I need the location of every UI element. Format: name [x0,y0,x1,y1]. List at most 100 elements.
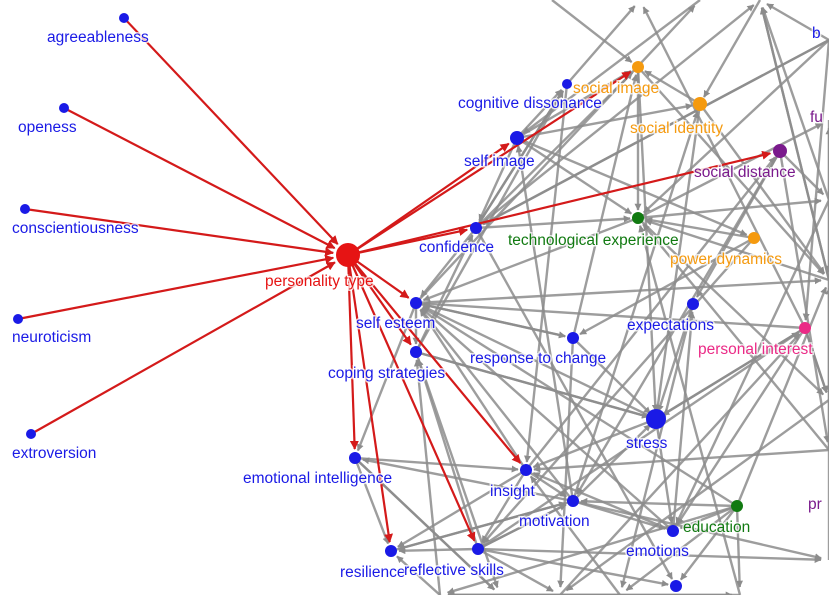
node-label-b: b [812,25,821,42]
node-confidence[interactable] [470,222,482,234]
node-expectations[interactable] [687,298,699,310]
edge [414,234,474,353]
node-unlabeled[interactable] [670,580,682,592]
edge [637,217,825,396]
edge [475,215,631,230]
edge [446,504,738,595]
node-conscientiousness[interactable] [20,204,30,214]
node-extroversion[interactable] [26,429,36,439]
edge [398,547,479,555]
edge-personality-type-to-emotional-intelligence [346,254,359,450]
edge-personality-type-to-self-image [347,142,510,256]
edge [482,237,755,544]
edge [643,39,829,214]
edge [478,137,519,222]
edge [422,306,738,508]
node-motivation[interactable] [567,495,579,507]
edge [565,399,829,592]
node-label-coping-strategies: coping strategies [328,365,445,382]
edge [529,475,621,595]
edge [637,122,823,220]
edge [415,277,822,305]
node-education[interactable] [731,500,743,512]
node-self-image[interactable] [510,131,524,145]
edge [419,309,528,471]
node-label-resilience: resilience [340,564,405,581]
edge [662,326,806,416]
edge [354,456,519,473]
node-neuroticism[interactable] [13,314,23,324]
edge [422,305,657,421]
edge [477,547,669,587]
edge [803,327,828,394]
node-agreeableness[interactable] [119,13,129,23]
node-insight[interactable] [520,464,532,476]
edge [580,497,738,508]
edge [702,0,762,98]
edge [572,423,652,502]
node-social-distance[interactable] [773,144,787,158]
edge [566,5,636,85]
node-coping-strategies[interactable] [410,346,422,358]
node-cognitive-dissonance[interactable] [562,79,572,89]
node-power-dynamics[interactable] [748,232,760,244]
edge [735,286,828,507]
node-label-openess: openess [18,119,77,136]
edge [760,7,829,281]
edge [676,327,807,525]
edge-conscientiousness-to-personality-type [24,207,335,257]
node-response-to-change[interactable] [567,332,579,344]
node-label-social-distance: social distance [694,164,796,181]
edge [572,337,652,415]
node-emotional-intelligence[interactable] [349,452,361,464]
edge [482,38,829,226]
background-edges [353,0,829,595]
node-social-image[interactable] [632,61,644,73]
edge [524,83,569,463]
node-resilience[interactable] [385,545,397,557]
node-technological-experience[interactable] [632,212,644,224]
node-label-expectations: expectations [627,317,714,334]
edge [645,216,755,240]
node-label-conscientiousness: conscientiousness [12,220,139,237]
node-stress[interactable] [646,409,666,429]
edge [644,70,701,106]
node-label-motivation: motivation [519,513,590,530]
edge-neuroticism-to-personality-type [17,254,335,321]
edge-personality-type-to-self-esteem [347,254,410,299]
edge-personality-type-to-resilience [346,254,393,543]
edge [779,150,825,196]
edge [579,236,755,336]
edge [679,505,738,581]
node-social-identity[interactable] [693,97,707,111]
node-label-insight: insight [490,483,535,500]
node-reflective-skills[interactable] [472,543,484,555]
node-label-confidence: confidence [419,239,494,256]
node-openess[interactable] [59,103,69,113]
node-self-esteem[interactable] [410,297,422,309]
edge [532,417,657,469]
edge [477,547,554,593]
edge-personality-type-to-insight [347,254,522,464]
edge [551,0,633,64]
edge [699,103,826,275]
node-label-cognitive-dissonance: cognitive dissonance [458,95,602,112]
node-label-pr: pr [808,496,822,513]
edge [675,199,829,525]
node-personality-type[interactable] [336,243,360,267]
node-label-self-esteem: self esteem [356,315,435,332]
personality-type-edges [17,17,772,543]
edge [571,74,639,339]
node-label-personal-interest: personal interest [698,341,813,358]
edge [638,225,742,595]
edge [353,457,390,545]
edge [354,457,496,591]
node-label-reflective-skills: reflective skills [404,562,504,579]
edge [642,6,807,329]
node-personal-interest[interactable] [799,322,811,334]
edge [396,555,441,595]
node-emotions[interactable] [667,525,679,537]
node-label-extroversion: extroversion [12,445,96,462]
edge [477,503,567,551]
